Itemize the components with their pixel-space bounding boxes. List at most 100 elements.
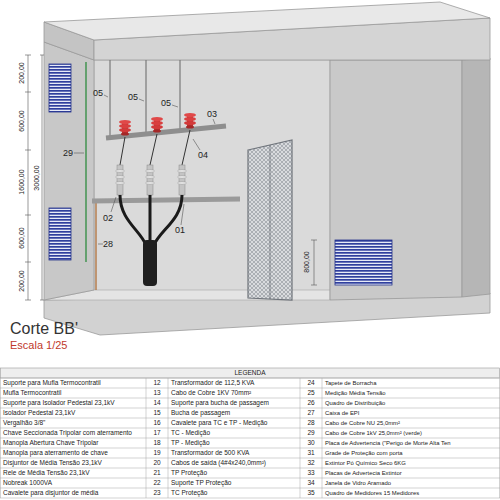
item-number: 21 [146, 468, 168, 478]
item-description: Quadro de Medidores 15 Medidores [325, 488, 499, 498]
dimension: 1600,00 [18, 169, 25, 194]
pedestal-insulator [119, 120, 131, 136]
drop-wire [150, 134, 157, 165]
dimension: 200,00 [18, 270, 25, 291]
callout-number: 03 [207, 110, 217, 119]
item-description: Cabos de saída (4#4x240,0mm²) [171, 458, 299, 468]
item-number: 22 [146, 478, 168, 488]
table-rule [0, 468, 500, 469]
table-rule [0, 378, 1, 498]
back-wall [94, 60, 330, 292]
item-description: Placa de Advertencia ("Perigo de Morte A… [325, 438, 499, 448]
grille-frame [270, 145, 271, 299]
item-description: Disjuntor de Média Tensão 23,1kV [3, 458, 145, 468]
legend-heading: LEGENDA [234, 370, 265, 377]
cable-bundle [143, 240, 157, 286]
item-number: 20 [146, 458, 168, 468]
callout-number: 04 [198, 151, 208, 160]
pedestal-insulator [184, 113, 196, 129]
table-rule [146, 378, 147, 498]
table-rule [0, 388, 500, 389]
callout-number: 02 [103, 214, 113, 223]
item-description: Manopla para aterramento de chave [3, 448, 145, 458]
rod [145, 60, 146, 133]
item-number: 33 [300, 468, 322, 478]
callout-number: 05 [93, 89, 103, 98]
table-rule [0, 418, 500, 419]
item-description: Nobreak 1000VA [3, 478, 145, 488]
item-description: TC - Medição [171, 428, 299, 438]
table-rule [168, 378, 169, 498]
table-rule [0, 378, 500, 379]
callout-number: 28 [103, 240, 113, 249]
item-description: Extintor Pó Químico Seco 6KG [325, 458, 499, 468]
table-rule [499, 378, 500, 498]
power-cable [154, 195, 182, 245]
drop-wire [120, 137, 125, 165]
item-number: 14 [146, 398, 168, 408]
right-wall-front [330, 60, 462, 300]
item-description: Tapete de Borracha [325, 378, 499, 388]
power-cable [120, 195, 146, 245]
item-description: Transformador de 500 KVA [171, 448, 299, 458]
item-number: 24 [300, 378, 322, 388]
dimension: 200,00 [18, 62, 25, 83]
item-description: Suporte para Isolador Pedestal 23,1kV [3, 398, 145, 408]
scale-note: Escala 1/25 [10, 340, 67, 351]
item-description: TP - Medição [171, 438, 299, 448]
item-number: 27 [300, 408, 322, 418]
item-description: Medição Média Tensão [325, 388, 499, 398]
item-description: Chave Seccionada Tripolar com aterrament… [3, 428, 145, 438]
item-number: 23 [146, 488, 168, 498]
item-number: 15 [146, 408, 168, 418]
louver-window [335, 240, 392, 285]
mufla [178, 165, 187, 195]
item-description: Cavalete para TC e TP - Medição [171, 418, 299, 428]
item-description: Isolador Pedestal 23,1kV [3, 408, 145, 418]
item-number: 18 [146, 438, 168, 448]
item-number: 29 [300, 428, 322, 438]
louver-window [49, 208, 71, 260]
item-number: 19 [146, 448, 168, 458]
item-description: Cabo de Cobre 1KV 70mm² [171, 388, 299, 398]
item-number: 34 [300, 478, 322, 488]
rod [109, 60, 110, 137]
item-description: Janela de Vidro Aramado [325, 478, 499, 488]
item-description: Cabo de Cobre NU 25,0mm² [325, 418, 499, 428]
item-description: Placas de Advertecia Extintor [325, 468, 499, 478]
item-description: Cavalete para disjuntor de média [3, 488, 145, 498]
right-wall-side [462, 58, 490, 297]
item-number: 32 [300, 458, 322, 468]
table-rule [0, 438, 500, 439]
item-description: Mufla Termocontratil [3, 388, 145, 398]
table-rule [0, 428, 500, 429]
drop-wire [182, 130, 190, 165]
pedestal-insulator [151, 117, 163, 133]
dimension: 600,00 [18, 110, 25, 131]
table-rule [0, 478, 500, 479]
item-number: 31 [300, 448, 322, 458]
table-rule [0, 498, 500, 499]
left-wall [44, 42, 94, 300]
item-description: Rele de Média Tensão 23,1kV [3, 468, 145, 478]
item-number: 16 [146, 418, 168, 428]
item-description: Vergalhão 3/8" [3, 418, 145, 428]
item-description: Suporte TP Proteção [171, 478, 299, 488]
table-rule [0, 398, 500, 399]
power-cable [149, 195, 152, 245]
section-title: Corte BB' [10, 320, 78, 338]
dimension: 600,00 [18, 227, 25, 248]
item-description: Suporte para Mufla Termocontratil [3, 378, 145, 388]
bare-copper-cable [95, 203, 96, 290]
callout-number: 29 [63, 149, 73, 158]
item-number: 26 [300, 398, 322, 408]
item-number: 12 [146, 378, 168, 388]
mufla-support-bar [92, 199, 240, 201]
item-description: Transformador de 112,5 KVA [171, 378, 299, 388]
mufla [146, 165, 155, 195]
item-number: 13 [146, 388, 168, 398]
legend-table-grid [0, 368, 500, 498]
roof-top [44, 2, 490, 40]
item-description: Caixa de EPI [325, 408, 499, 418]
